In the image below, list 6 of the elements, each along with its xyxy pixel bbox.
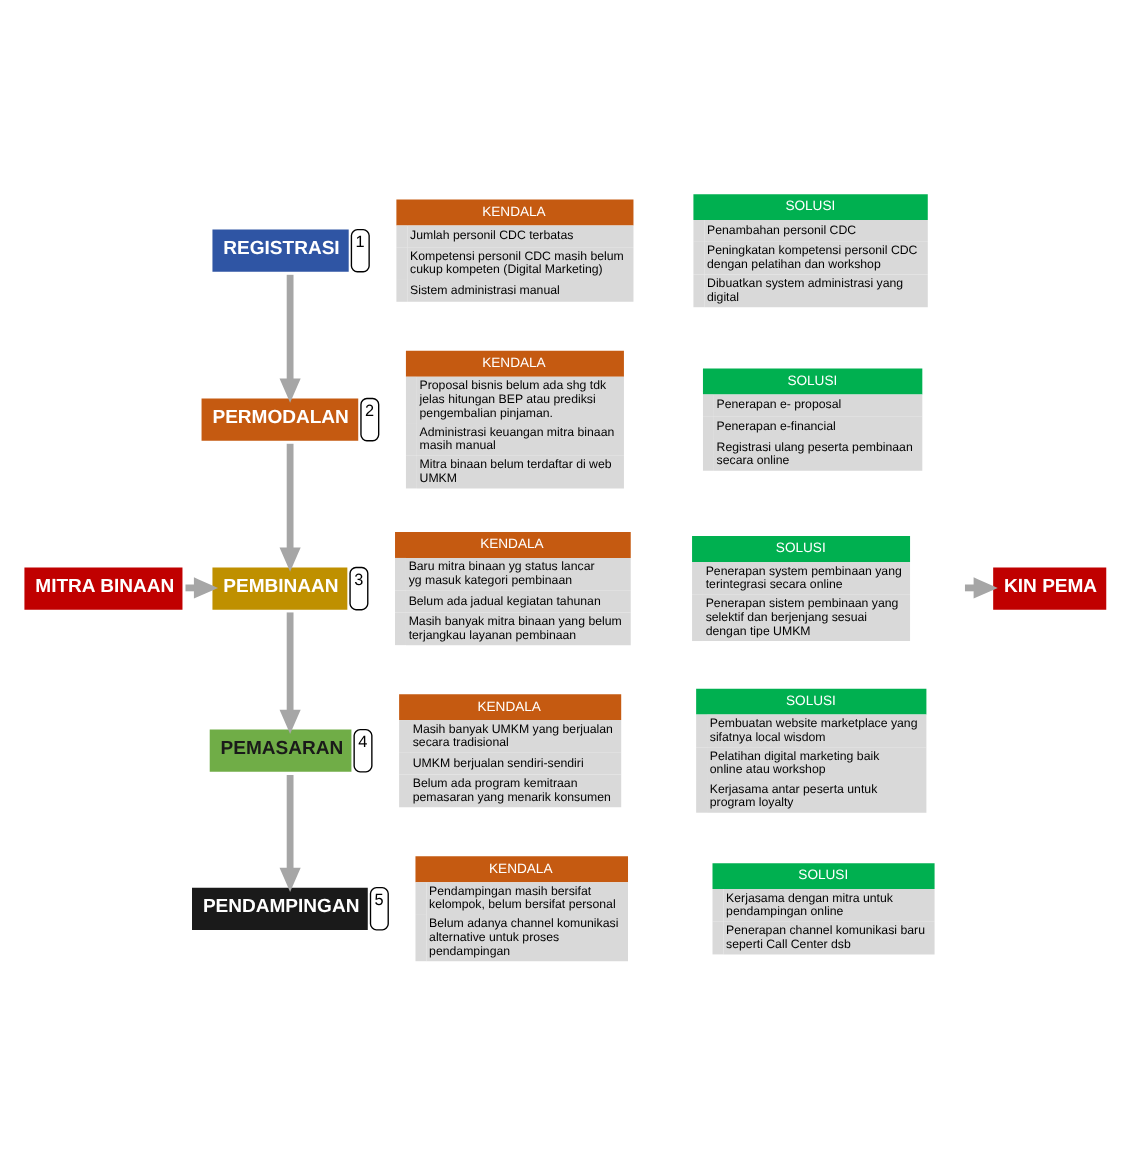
arrow (279, 273, 301, 402)
node-box: MITRA BINAAN (24, 566, 183, 609)
arrow (279, 611, 301, 733)
arrow (279, 774, 301, 891)
arrow (279, 442, 301, 571)
node-box: KIN PEMA (993, 566, 1107, 609)
